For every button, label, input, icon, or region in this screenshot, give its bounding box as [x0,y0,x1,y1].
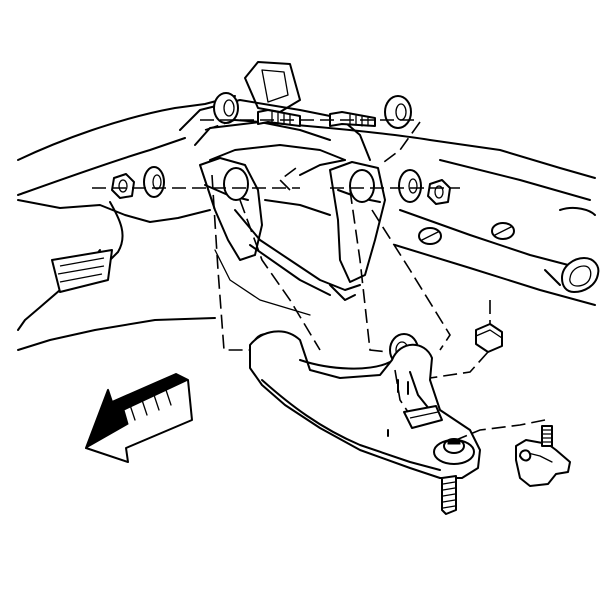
cam-bolt-icon [257,109,301,127]
nut-icon [427,179,451,205]
nut-icon [475,323,503,353]
lower-nut [429,300,503,379]
nut-icon [111,173,135,199]
cam-washer-icon [143,166,165,198]
upper-cam-bolts [200,92,421,166]
assembly-guides [211,174,451,413]
side-cam-hardware [92,164,460,205]
front-direction-arrow-icon [85,373,193,463]
lower-control-arm [249,330,481,515]
crossmember [199,157,386,316]
cam-bolt-icon [329,111,376,127]
cam-washer-icon [398,169,422,203]
vehicle-frame [17,95,600,351]
cam-washer-icon [384,95,412,129]
ball-joint-bracket [455,419,571,487]
